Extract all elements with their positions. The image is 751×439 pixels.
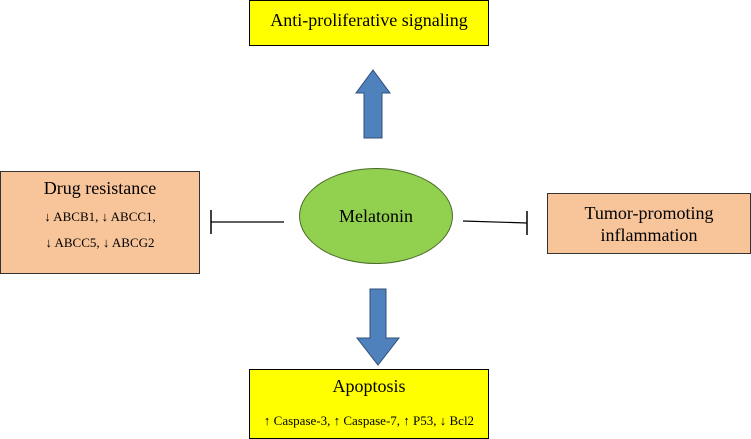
tumor-inflammation-line-2: inflammation bbox=[600, 225, 698, 245]
tumor-inflammation-line-1: Tumor-promoting bbox=[584, 203, 714, 223]
down-arrow bbox=[355, 288, 401, 366]
drug-resistance-box: Drug resistance ↓ ABCB1, ↓ ABCC1, ↓ ABCC… bbox=[0, 171, 200, 274]
up-arrow bbox=[355, 69, 391, 139]
drug-resistance-line-2: ↓ ABCC5, ↓ ABCG2 bbox=[45, 235, 155, 250]
melatonin-label: Melatonin bbox=[339, 205, 413, 226]
apoptosis-title: Apoptosis bbox=[332, 376, 406, 396]
anti-proliferative-label: Anti-proliferative signaling bbox=[270, 10, 468, 30]
apoptosis-box: Apoptosis ↑ Caspase-3, ↑ Caspase-7, ↑ P5… bbox=[249, 369, 489, 439]
tumor-inflammation-box: Tumor-promoting inflammation bbox=[547, 193, 751, 254]
drug-resistance-line-1: ↓ ABCB1, ↓ ABCC1, bbox=[44, 209, 156, 224]
apoptosis-markers: ↑ Caspase-3, ↑ Caspase-7, ↑ P53, ↓ Bcl2 bbox=[263, 413, 475, 428]
drug-resistance-title: Drug resistance bbox=[43, 178, 157, 198]
melatonin-node: Melatonin bbox=[299, 168, 453, 264]
anti-proliferative-box: Anti-proliferative signaling bbox=[249, 0, 489, 46]
right-inhibition-line bbox=[462, 220, 528, 224]
